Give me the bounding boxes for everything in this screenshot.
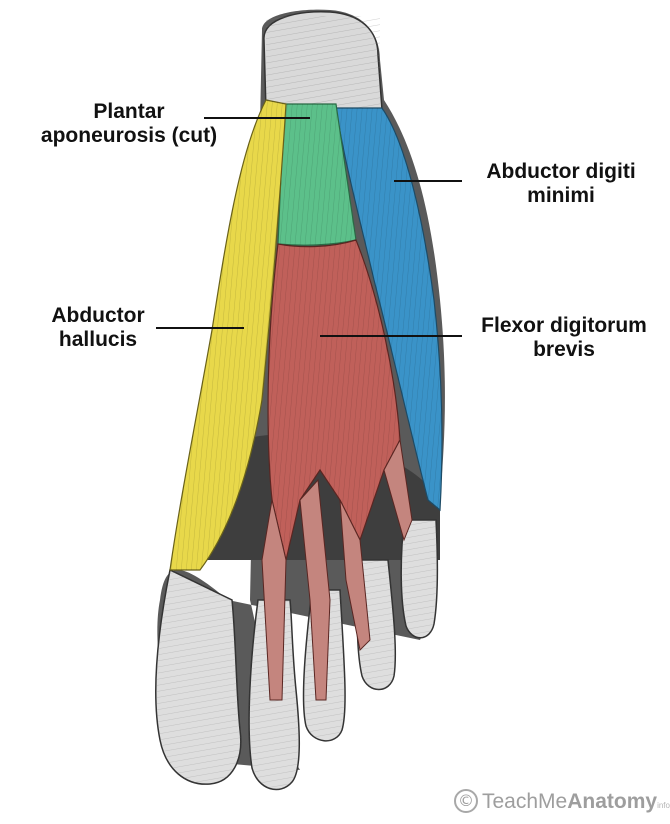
label-abductor-hallucis: Abductor hallucis bbox=[40, 304, 156, 352]
watermark-suffix: info bbox=[657, 801, 670, 810]
watermark-text: TeachMeAnatomyinfo bbox=[482, 790, 670, 814]
label-abductor-digiti-minimi-line2: minimi bbox=[527, 184, 595, 207]
label-plantar-aponeurosis: Plantar aponeurosis (cut) bbox=[36, 100, 222, 148]
watermark-brand-bold: Anatomy bbox=[567, 790, 658, 813]
label-flexor-digitorum-brevis-line1: Flexor digitorum bbox=[481, 314, 647, 337]
label-abductor-hallucis-line1: Abductor bbox=[51, 304, 145, 327]
label-plantar-aponeurosis-line2: aponeurosis (cut) bbox=[40, 124, 218, 147]
label-flexor-digitorum-brevis-line2: brevis bbox=[533, 338, 595, 361]
heel-bone-hatch bbox=[266, 16, 380, 110]
toe-bone-hatching bbox=[155, 520, 438, 790]
watermark: © TeachMeAnatomyinfo bbox=[452, 786, 670, 822]
label-plantar-aponeurosis-line1: Plantar bbox=[93, 100, 165, 123]
label-flexor-digitorum-brevis: Flexor digitorum brevis bbox=[464, 314, 664, 362]
label-abductor-hallucis-line2: hallucis bbox=[58, 328, 138, 351]
leader-lines bbox=[156, 117, 462, 337]
watermark-brand-light: TeachMe bbox=[482, 790, 568, 813]
flexor-tendons bbox=[261, 438, 413, 701]
label-abductor-digiti-minimi-line1: Abductor digiti bbox=[486, 160, 636, 183]
copyright-icon: © bbox=[454, 789, 478, 813]
label-abductor-digiti-minimi: Abductor digiti minimi bbox=[466, 160, 656, 208]
